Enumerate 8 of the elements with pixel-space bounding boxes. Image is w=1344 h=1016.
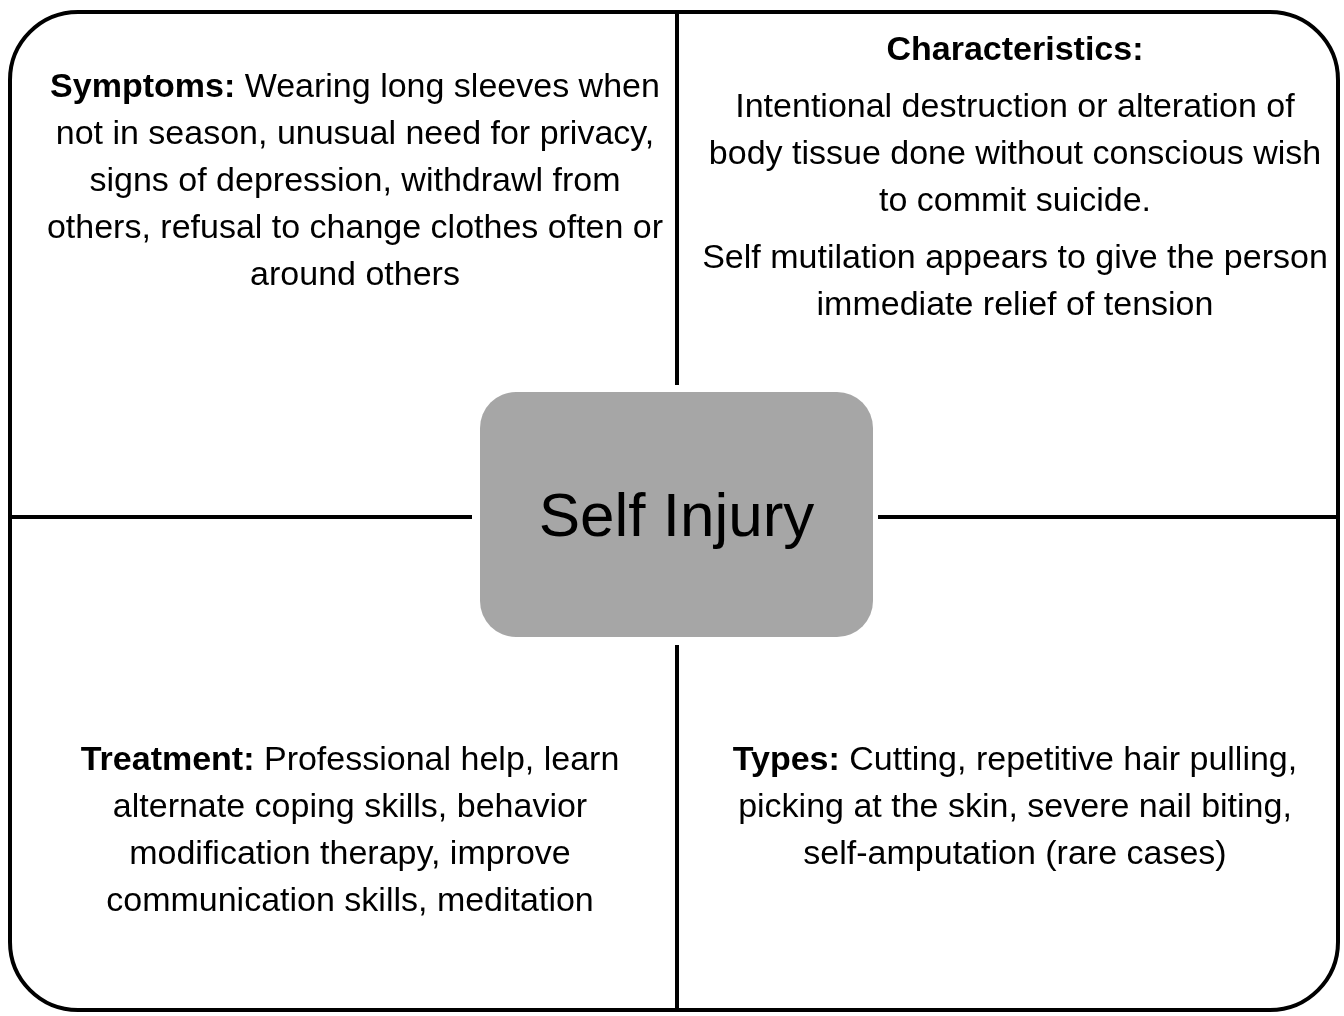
body-text: Intentional destruction or alteration of body tissue done without conscious wish to commit suicide. [707, 85, 1323, 220]
body-text: Symptoms: Wearing long sleeves when not in season, unusual need for privacy, signs of depression, withdrawl from others, refusal to change clothes often or around others [45, 65, 665, 294]
body-text: Treatment: Professional help, learn alternate coping skills, behavior modification therapy, improve communication skills, meditation [79, 738, 621, 920]
center-box: Self Injury [480, 392, 873, 637]
body-text: Types: Cutting, repetitive hair pulling, picking at the skin, severe nail biting, self-amputation (rare cases) [731, 738, 1299, 873]
frame-border [8, 10, 1340, 1012]
body-text: Self mutilation appears to give the person immediate relief of tension [701, 236, 1329, 324]
heading-text: Characteristics: [885, 28, 1145, 69]
